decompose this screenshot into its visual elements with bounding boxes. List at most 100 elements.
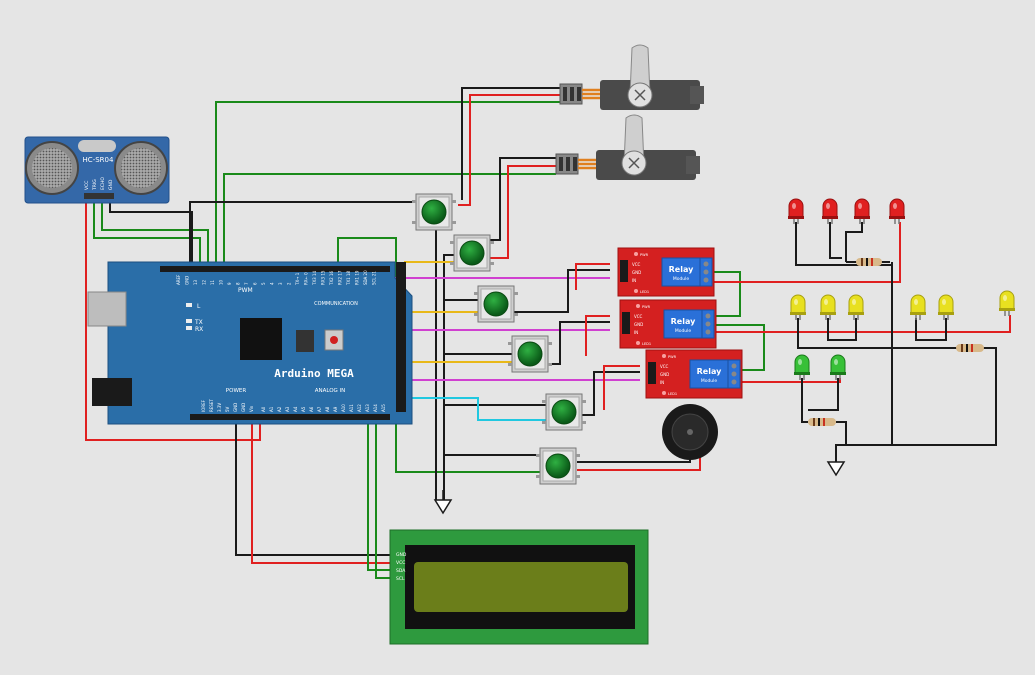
relay-led-label: PWR: [642, 305, 651, 309]
led: [830, 354, 846, 380]
pin-label: A14: [373, 404, 378, 412]
wire: [223, 173, 556, 268]
wire: [714, 271, 741, 317]
relay-led-label: LED1: [668, 392, 677, 396]
pin-label: 7: [244, 282, 249, 285]
wire: [235, 418, 392, 556]
push-button[interactable]: [412, 193, 456, 231]
pin-label: 12: [202, 279, 207, 285]
led-rx-label: RX: [195, 326, 203, 333]
push-button[interactable]: [536, 447, 580, 485]
pin-label: TX1 18: [346, 270, 351, 286]
wire: [829, 222, 842, 259]
pin-label: TX→ 1: [295, 272, 300, 286]
wire: [443, 254, 454, 500]
resistor: [956, 344, 984, 352]
wire: [808, 378, 839, 411]
led: [820, 294, 836, 320]
push-button[interactable]: [542, 393, 586, 431]
power-header-label: POWER: [226, 388, 247, 394]
wire: [215, 101, 560, 268]
pin-label: RX← 0: [304, 272, 309, 285]
relay-subtitle: Module: [701, 378, 718, 384]
pwm-header-label: PWM: [238, 287, 253, 294]
led: [822, 198, 838, 224]
wire: [603, 365, 640, 410]
pin-label: A6: [309, 406, 314, 412]
arduino-mega-board: Arduino MEGA PWM COMMUNICATION POWER ANA…: [87, 261, 413, 425]
pin-label: A13: [365, 404, 370, 412]
sensor-pin-label: TRIG: [92, 179, 98, 191]
pin-label: 6: [253, 282, 258, 285]
wire: [742, 378, 841, 383]
wire: [251, 418, 392, 564]
pin-label: Vin: [249, 405, 254, 412]
sensor-label: HC-SR04: [83, 156, 114, 164]
wire: [85, 198, 261, 441]
push-button[interactable]: [508, 335, 552, 373]
pin-label: A12: [357, 404, 362, 412]
ultrasonic-sensor: HC-SR04 VCC TRIG ECHO GND: [24, 136, 170, 204]
led: [794, 354, 810, 380]
pin-label: A2: [277, 406, 282, 412]
usb-port: [87, 291, 127, 327]
relay-pin-label: GND: [632, 270, 641, 275]
pin-label: 8: [236, 282, 241, 285]
wire: [93, 198, 201, 268]
relay-led-label: LED1: [642, 342, 651, 346]
pin-label: GND: [241, 403, 246, 412]
lcd-pin-label: VCC: [396, 560, 405, 566]
relay-led-label: PWR: [668, 355, 677, 359]
led: [889, 198, 905, 224]
wire: [461, 87, 560, 200]
led: [854, 198, 870, 224]
pin-label: A4: [293, 406, 298, 412]
pin-label: A8: [325, 406, 330, 412]
resistor: [808, 418, 836, 426]
relay-led-label: LED1: [640, 290, 649, 294]
pin-label: 3.3V: [217, 403, 222, 412]
servo-motor: [555, 114, 700, 180]
relay-led-label: PWR: [640, 253, 649, 257]
led: [790, 294, 806, 320]
relay-title: Relay: [671, 317, 696, 326]
pin-label: IOREF: [201, 399, 206, 412]
led: [788, 198, 804, 224]
pin-label: TX2 16: [329, 270, 334, 286]
sensor-pin-labels: VCC TRIG ECHO GND: [84, 177, 114, 191]
communication-header-label: COMMUNICATION: [314, 301, 358, 307]
pin-label: 3: [278, 282, 283, 285]
power-jack: [92, 378, 132, 406]
wire: [915, 318, 947, 341]
wire: [575, 263, 610, 290]
lcd-pin-label: GND: [396, 552, 407, 558]
pin-label: A10: [341, 404, 346, 412]
wire: [585, 315, 610, 356]
push-button[interactable]: [474, 285, 518, 323]
wire: [490, 157, 556, 241]
wire: [714, 222, 901, 283]
wire: [490, 165, 556, 259]
led-tx-label: TX: [194, 319, 203, 326]
wire: [716, 315, 1011, 333]
pin-label: 13: [193, 279, 198, 285]
sensor-pin-label: ECHO: [100, 177, 106, 190]
ground-symbol: [826, 452, 846, 477]
resistor: [846, 258, 890, 266]
pin-label: A0: [261, 406, 266, 412]
lcd-display: GND VCC SDA SCL: [389, 529, 649, 645]
wire: [845, 222, 863, 262]
push-buttons: [412, 193, 586, 485]
pin-label: A15: [381, 404, 386, 412]
wire: [801, 378, 808, 423]
pin-label: 2: [287, 282, 292, 285]
led-l-label: L: [197, 303, 201, 310]
push-button[interactable]: [450, 234, 494, 272]
lcd-screen: [414, 562, 628, 612]
